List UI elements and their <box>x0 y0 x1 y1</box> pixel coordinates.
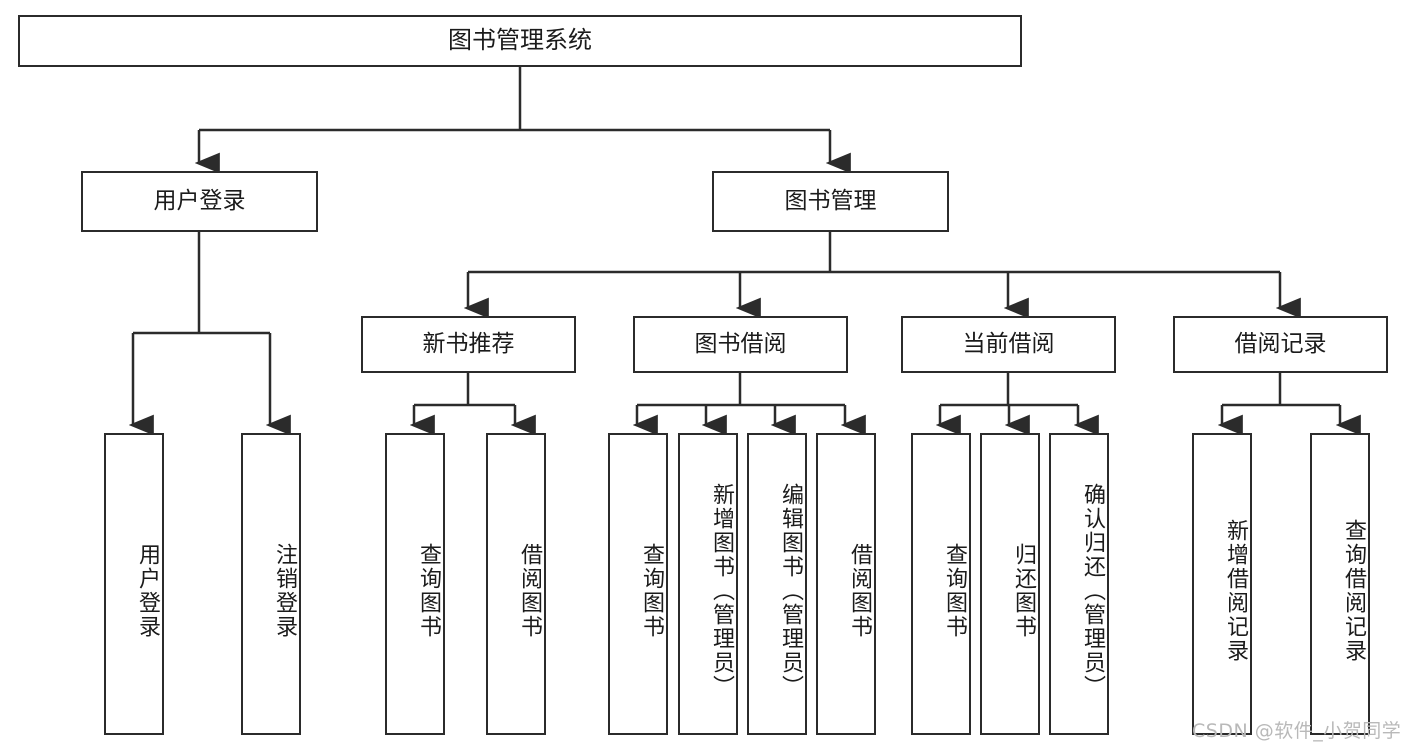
leaf-query-borrow-record[interactable]: 查询借阅记录 <box>1310 433 1370 735</box>
node-root[interactable]: 图书管理系统 <box>18 15 1022 67</box>
leaf-borrow-book-newbook-label: 借阅图书 <box>517 543 542 639</box>
leaf-borrow-book-label: 借阅图书 <box>847 543 872 639</box>
node-new-book-recommend-label: 新书推荐 <box>422 331 515 358</box>
leaf-query-book-current-label: 查询图书 <box>942 543 967 639</box>
leaf-edit-book-admin[interactable]: 编辑图书（管理员） <box>747 433 807 735</box>
node-borrow-record[interactable]: 借阅记录 <box>1173 316 1388 373</box>
leaf-add-book-admin[interactable]: 新增图书（管理员） <box>678 433 738 735</box>
leaf-borrow-book[interactable]: 借阅图书 <box>816 433 876 735</box>
leaf-query-book-newbook-label: 查询图书 <box>416 543 441 639</box>
leaf-borrow-book-newbook[interactable]: 借阅图书 <box>486 433 546 735</box>
leaf-return-book-label: 归还图书 <box>1011 543 1036 639</box>
leaf-query-book-borrow[interactable]: 查询图书 <box>608 433 668 735</box>
node-book-management[interactable]: 图书管理 <box>712 171 949 232</box>
node-borrow-record-label: 借阅记录 <box>1234 331 1327 358</box>
leaf-logout-label: 注销登录 <box>272 543 297 639</box>
node-new-book-recommend[interactable]: 新书推荐 <box>361 316 576 373</box>
node-user-login[interactable]: 用户登录 <box>81 171 318 232</box>
leaf-logout[interactable]: 注销登录 <box>241 433 301 735</box>
leaf-user-login-label: 用户登录 <box>135 543 160 639</box>
leaf-edit-book-admin-label: 编辑图书（管理员） <box>778 483 803 699</box>
leaf-user-login[interactable]: 用户登录 <box>104 433 164 735</box>
leaf-confirm-return-admin-label: 确认归还（管理员） <box>1080 483 1105 699</box>
leaf-query-book-newbook[interactable]: 查询图书 <box>385 433 445 735</box>
leaf-confirm-return-admin[interactable]: 确认归还（管理员） <box>1049 433 1109 735</box>
leaf-add-borrow-record[interactable]: 新增借阅记录 <box>1192 433 1252 735</box>
node-user-login-label: 用户登录 <box>153 188 246 215</box>
node-book-management-label: 图书管理 <box>784 188 877 215</box>
leaf-query-book-borrow-label: 查询图书 <box>639 543 664 639</box>
leaf-query-book-current[interactable]: 查询图书 <box>911 433 971 735</box>
node-current-borrow[interactable]: 当前借阅 <box>901 316 1116 373</box>
leaf-query-borrow-record-label: 查询借阅记录 <box>1341 519 1366 663</box>
leaf-add-borrow-record-label: 新增借阅记录 <box>1223 519 1248 663</box>
leaf-add-book-admin-label: 新增图书（管理员） <box>709 483 734 699</box>
node-current-borrow-label: 当前借阅 <box>962 331 1055 358</box>
node-book-borrow-label: 图书借阅 <box>694 331 787 358</box>
leaf-return-book[interactable]: 归还图书 <box>980 433 1040 735</box>
node-root-label: 图书管理系统 <box>448 26 592 55</box>
node-book-borrow[interactable]: 图书借阅 <box>633 316 848 373</box>
watermark: CSDN @软件_小贺同学 <box>1192 720 1402 742</box>
